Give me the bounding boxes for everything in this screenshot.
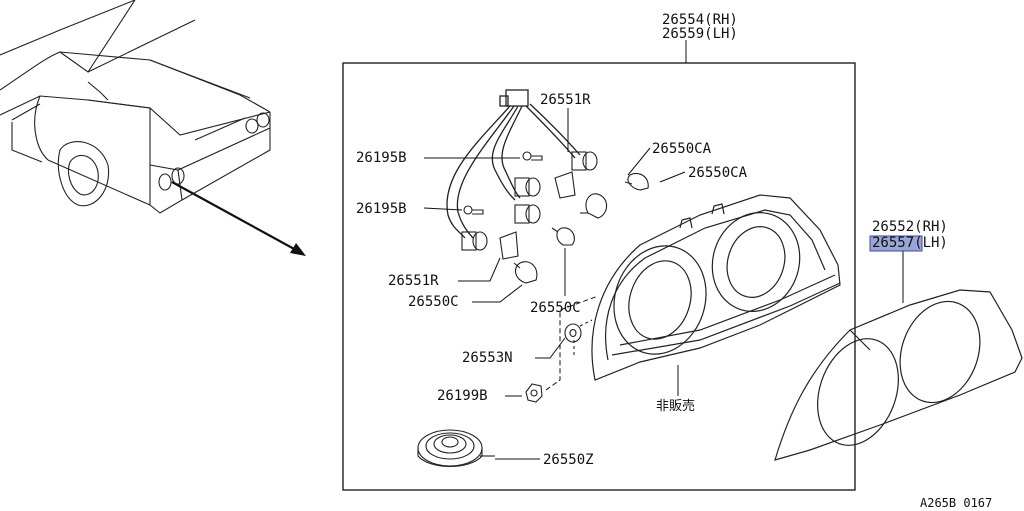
socket-top-right [571,151,598,171]
lens-lh-highlight [869,235,923,252]
bulb-c-right [551,227,575,246]
lens-assembly [774,289,1023,461]
label-bulb-ca-2: 26550CA [688,165,748,181]
label-not-for-sale: 非販売 [656,398,695,414]
label-gasket: 26553N [462,350,513,366]
part-labels: 26554(RH) 26559(LH) 26551R 26195B 26550C… [356,12,992,510]
figure-code: A265B 0167 [920,496,992,510]
label-housing-lh: 26559(LH) [662,26,738,42]
label-nut: 26199B [437,388,488,404]
socket-bracket-top [554,171,576,199]
assembly-frame [342,62,856,491]
bulb-socket-group [461,151,598,260]
wiring-harness [446,89,581,239]
label-screw-top: 26195B [356,150,407,166]
label-screw-bottom: 26195B [356,201,407,217]
pointer-arrow [171,181,306,256]
socket-mid-right [514,204,541,224]
screw-bottom [463,205,484,215]
label-bulb-c-left: 26550C [408,294,459,310]
label-housing-rh: 26554(RH) [662,12,738,28]
label-bulb-ca-1: 26550CA [652,141,712,157]
leader-lines [423,108,686,460]
label-lens-rh: 26552(RH) [872,219,948,235]
socket-bracket-bottom [499,231,519,260]
gasket-26553n [564,323,582,343]
bulb-ca-2 [624,172,649,191]
screw-top [522,151,543,161]
car-rear-illustration [0,0,271,214]
tail-lamp-housing [591,194,841,381]
bulbs [513,172,649,284]
socket-bottom-left [461,231,488,251]
bulb-c-left [513,261,538,284]
socket-mid-left [514,177,541,197]
sealant-26550z [417,429,495,467]
screws [463,151,543,215]
nut-26199b [525,383,543,403]
small-hardware [417,323,582,467]
label-socket-r-bottom: 26551R [388,273,439,289]
bulb-ca-1 [580,193,608,219]
label-bulb-c-right: 26550C [530,300,581,316]
label-socket-r-top: 26551R [540,92,591,108]
label-sealant: 26550Z [543,452,594,468]
label-lens-lh[interactable]: 26557(LH) [872,235,948,251]
